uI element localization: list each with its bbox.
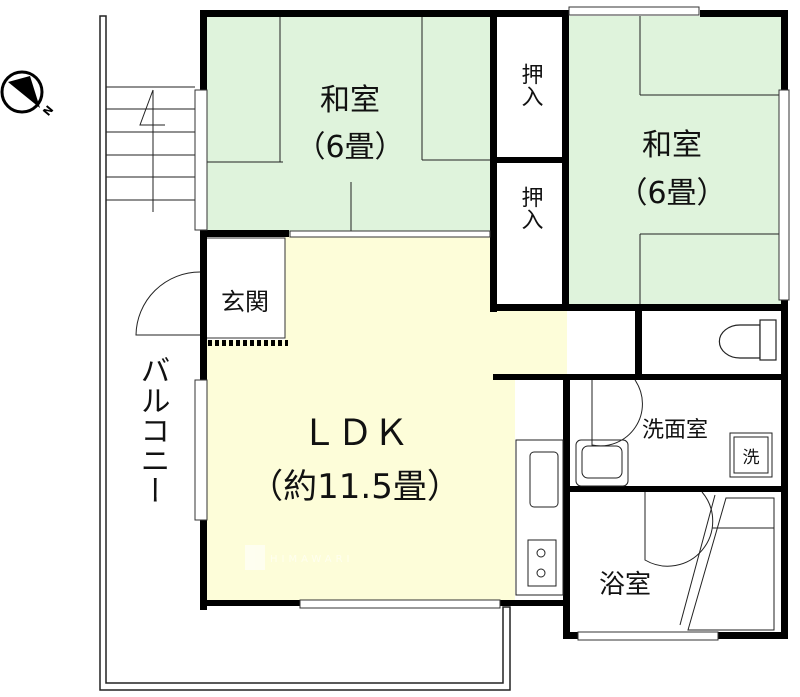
entrance-door bbox=[135, 271, 201, 336]
windows bbox=[194, 6, 790, 641]
room-entrance bbox=[204, 237, 286, 339]
watermark-text: HIMAWARI bbox=[270, 554, 353, 565]
north-arrow-icon: N bbox=[0, 70, 56, 118]
label-washer: 洗 bbox=[743, 448, 760, 468]
room-washitsu-right bbox=[567, 16, 783, 306]
compass-label: N bbox=[40, 103, 56, 118]
label-washitsu-right-size: （6畳） bbox=[617, 176, 726, 211]
tatami-lines bbox=[207, 16, 783, 306]
room-washitsu-left bbox=[205, 16, 493, 234]
label-washitsu-left: 和室 bbox=[320, 83, 380, 118]
balcony bbox=[99, 15, 511, 691]
label-ldk: ＬＤＫ bbox=[301, 413, 409, 454]
label-washitsu-left-size: （6畳） bbox=[295, 130, 404, 165]
kitchen-counter bbox=[515, 439, 564, 596]
label-entrance: 玄関 bbox=[221, 288, 269, 316]
label-washitsu-right: 和室 bbox=[642, 128, 702, 163]
label-washroom: 洗面室 bbox=[642, 418, 708, 443]
washroom-fixtures bbox=[575, 379, 775, 631]
label-closet-lower: 押入 bbox=[518, 186, 544, 230]
label-closet-upper: 押入 bbox=[518, 63, 544, 107]
toilet bbox=[718, 319, 777, 361]
label-balcony: バルコニー bbox=[135, 355, 170, 505]
room-ldk bbox=[205, 236, 567, 600]
watermark-logo: HIMAWARI bbox=[245, 545, 353, 570]
label-ldk-size: （約11.5畳） bbox=[249, 467, 461, 507]
stairs bbox=[106, 86, 195, 212]
label-bathroom: 浴室 bbox=[599, 570, 651, 600]
